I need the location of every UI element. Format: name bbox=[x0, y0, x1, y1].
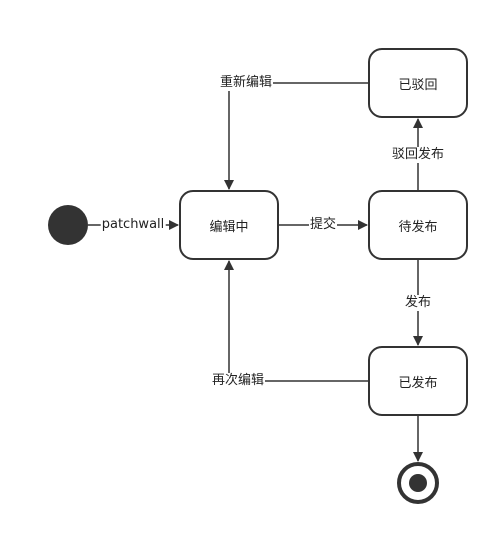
initial-state-node bbox=[48, 205, 88, 245]
label-initial-transition: patchwall bbox=[100, 217, 166, 233]
label-publish: 发布 bbox=[403, 295, 433, 311]
state-pending-publish[interactable]: 待发布 bbox=[368, 190, 468, 260]
label-edit-again: 再次编辑 bbox=[210, 373, 266, 389]
label-re-edit: 重新编辑 bbox=[218, 75, 274, 91]
state-published[interactable]: 已发布 bbox=[368, 346, 468, 416]
final-state-node bbox=[397, 462, 439, 504]
final-state-core bbox=[409, 474, 427, 492]
state-editing-label: 编辑中 bbox=[209, 219, 249, 235]
label-reject: 驳回发布 bbox=[390, 147, 446, 163]
state-editing[interactable]: 编辑中 bbox=[179, 190, 279, 260]
state-pending-publish-label: 待发布 bbox=[398, 219, 438, 235]
state-rejected[interactable]: 已驳回 bbox=[368, 48, 468, 118]
edge-rejected-to-editing bbox=[224, 82, 368, 190]
label-submit: 提交 bbox=[308, 217, 338, 233]
state-rejected-label: 已驳回 bbox=[398, 77, 438, 93]
edge-published-to-editing bbox=[224, 260, 368, 382]
state-published-label: 已发布 bbox=[398, 375, 438, 391]
